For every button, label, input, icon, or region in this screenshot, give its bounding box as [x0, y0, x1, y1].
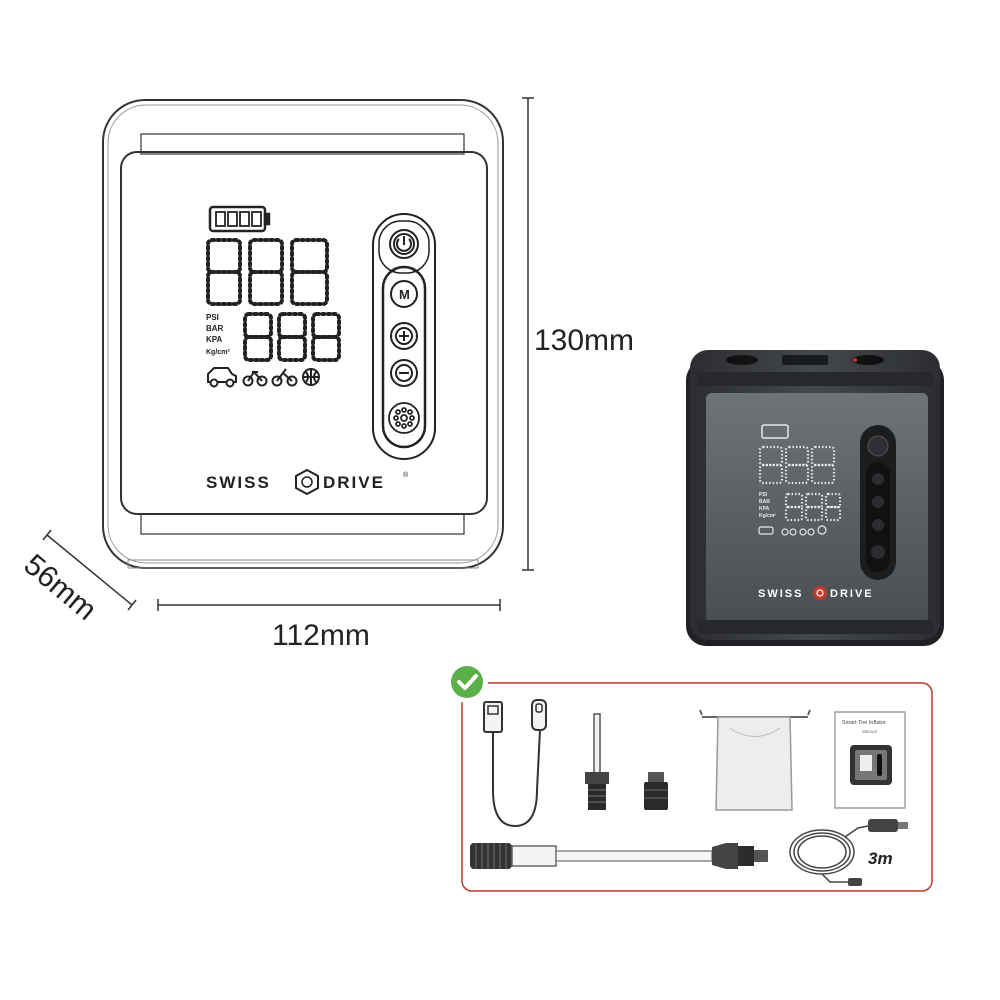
height-dimension-line — [522, 97, 534, 571]
photo-segment-display — [758, 445, 842, 522]
device-photo: PSI BAR KPA Kg/cm² SWISS DRIVE — [686, 350, 944, 646]
unit-kpa: KPA — [206, 335, 223, 344]
storage-bag-icon — [699, 709, 811, 811]
mode-label: M — [399, 287, 410, 302]
button-panel — [372, 213, 436, 460]
manual-subtitle: Manual — [862, 729, 877, 734]
photo-power-button — [867, 435, 889, 457]
photo-brand-left: SWISS — [758, 588, 803, 600]
brand-right: DRIVE — [323, 473, 385, 492]
brand-left: SWISS — [206, 473, 271, 492]
power-button[interactable] — [389, 229, 419, 259]
air-hose-icon — [470, 843, 768, 869]
segment-display — [206, 238, 341, 362]
unit-psi: PSI — [206, 313, 219, 322]
unit-bar: BAR — [206, 324, 224, 333]
check-icon — [446, 661, 488, 703]
bicycle-icon — [271, 368, 298, 387]
unit-labels: PSI BAR KPA Kg/cm² — [206, 313, 230, 356]
width-label: 112mm — [272, 619, 370, 652]
battery-icon — [208, 205, 271, 233]
photo-unit-kgcm: Kg/cm² — [759, 513, 776, 519]
photo-unit-kpa: KPA — [759, 506, 770, 512]
photo-unit-psi: PSI — [759, 492, 768, 498]
mode-button[interactable]: M — [390, 280, 418, 308]
usb-c-cable-icon — [483, 699, 547, 828]
photo-brand-shield-icon — [813, 586, 827, 600]
ball-icon — [302, 368, 320, 386]
brand-trademark: ® — [403, 471, 409, 479]
accessories-box — [461, 682, 933, 892]
photo-unit-bar: BAR — [759, 499, 770, 505]
photo-vehicle-icons — [758, 525, 827, 536]
cable-length-label: 3m — [868, 849, 893, 868]
car-icon — [207, 367, 237, 388]
unit-kgcm: Kg/cm² — [206, 349, 230, 356]
brand-shield-icon — [295, 468, 319, 496]
motorcycle-icon — [242, 370, 268, 387]
device-drawing — [102, 99, 504, 569]
light-button[interactable] — [388, 402, 420, 434]
minus-button[interactable] — [390, 359, 418, 387]
needle-adapter-icon — [585, 713, 609, 810]
width-dimension-line — [157, 599, 501, 611]
car-charger-cable-icon — [789, 819, 908, 886]
photo-brand-right: DRIVE — [830, 588, 874, 600]
manual-title: Smart Tire Inflator — [842, 720, 886, 726]
manual-icon: Smart Tire Inflator Manual — [834, 711, 906, 809]
depth-label: 56mm — [18, 548, 103, 627]
brand-logo: SWISS DRIVE ® — [206, 468, 409, 496]
plus-button[interactable] — [390, 322, 418, 350]
height-label: 130mm — [534, 324, 634, 357]
photo-battery-icon — [761, 424, 789, 439]
depth-dimension-line — [42, 529, 137, 611]
presta-adapter-icon — [644, 772, 668, 810]
